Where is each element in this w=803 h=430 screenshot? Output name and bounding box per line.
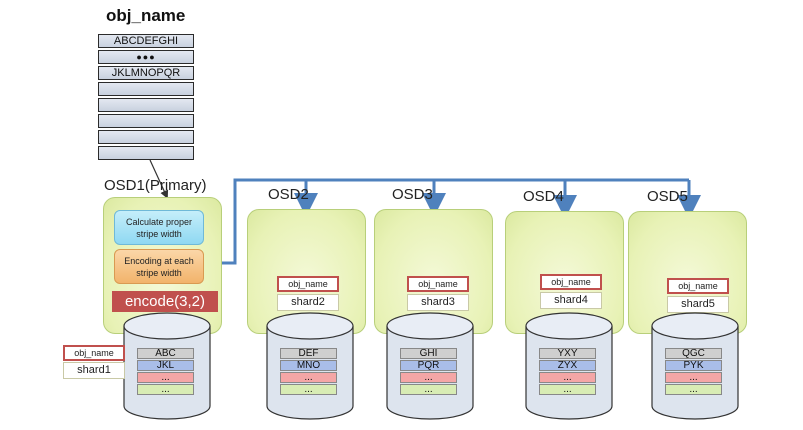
shard-name-tag: obj_name <box>667 278 729 294</box>
shard-name-tag: obj_name <box>540 274 602 290</box>
shard-id-tag: shard4 <box>540 292 602 309</box>
osd4-label: OSD4 <box>523 188 564 205</box>
object-row: ●●● <box>98 50 194 64</box>
shard-cell: ... <box>280 384 337 395</box>
shard-cell: PYK <box>665 360 722 371</box>
osd5-label: OSD5 <box>647 188 688 205</box>
object-row <box>98 146 194 160</box>
calculate-stripe-box: Calculate proper stripe width <box>114 210 204 245</box>
shard-name-tag: obj_name <box>277 276 339 292</box>
distribution-bus <box>220 178 689 265</box>
object-row: ABCDEFGHI <box>98 34 194 48</box>
shard-cell: YXY <box>539 348 596 359</box>
shard-cell: ... <box>137 372 194 383</box>
shard-cell: ... <box>137 384 194 395</box>
object-row: JKLMNOPQR <box>98 66 194 80</box>
shard-cell: ... <box>400 384 457 395</box>
shard-id-tag: shard2 <box>277 294 339 311</box>
shard-cell: ... <box>280 372 337 383</box>
shard-cell: ZYX <box>539 360 596 371</box>
shard-cell: ... <box>400 372 457 383</box>
shard-cell: ... <box>665 372 722 383</box>
encoding-box: Encoding at each stripe width <box>114 249 204 284</box>
object-row <box>98 98 194 112</box>
object-to-primary-arrow <box>149 159 169 199</box>
shard-name-tag: obj_name <box>407 276 469 292</box>
shard-cell: GHI <box>400 348 457 359</box>
osd3-label: OSD3 <box>392 186 433 203</box>
object-row <box>98 114 194 128</box>
object-row <box>98 82 194 96</box>
shard-cell: DEF <box>280 348 337 359</box>
shard-cell: MNO <box>280 360 337 371</box>
shard-cell: ... <box>539 372 596 383</box>
encode-label: encode(3,2) <box>112 291 218 312</box>
shard-id-tag: shard1 <box>63 362 125 379</box>
osd1-label: OSD1(Primary) <box>104 177 207 194</box>
shard-id-tag: shard3 <box>407 294 469 311</box>
shard-cell: ... <box>665 384 722 395</box>
shard-cell: PQR <box>400 360 457 371</box>
shard-name-tag: obj_name <box>63 345 125 361</box>
object-name-title: obj_name <box>106 6 186 25</box>
shard-cell: ABC <box>137 348 194 359</box>
shard-cell: ... <box>539 384 596 395</box>
osd2-label: OSD2 <box>268 186 309 203</box>
shard-cell: JKL <box>137 360 194 371</box>
shard-cell: QGC <box>665 348 722 359</box>
object-row <box>98 130 194 144</box>
